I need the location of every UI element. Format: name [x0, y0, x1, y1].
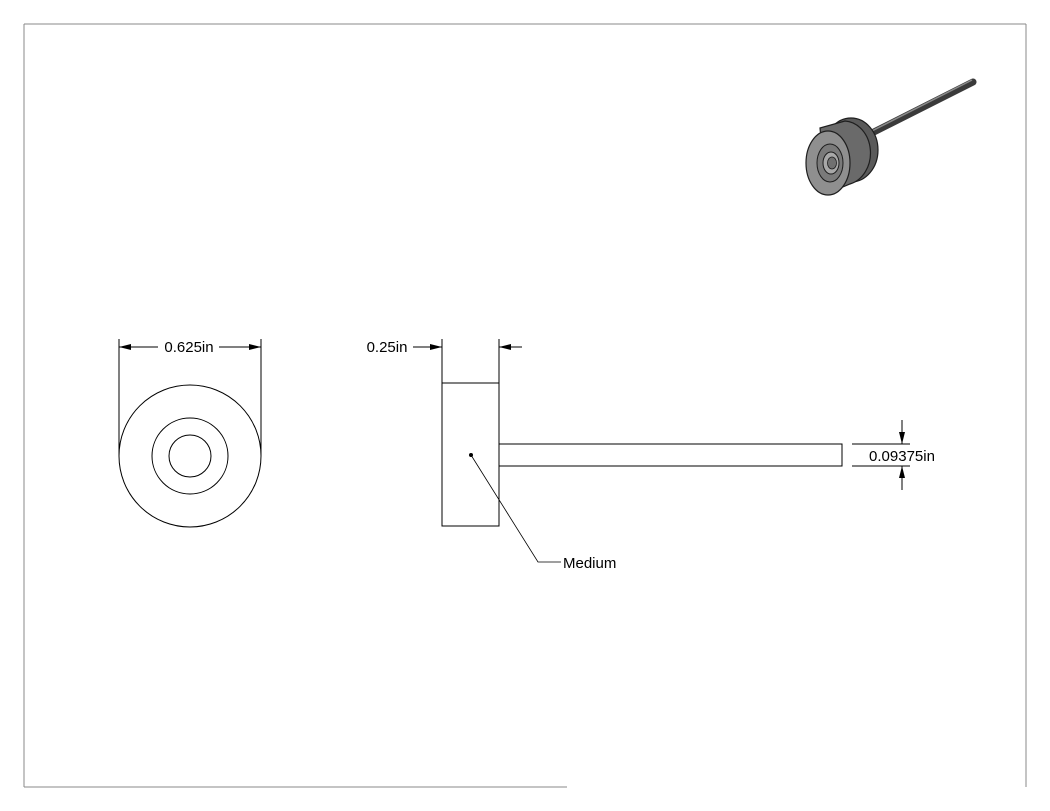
side-view-wheel	[441, 382, 500, 527]
front-view	[118, 384, 262, 528]
side-width-label: 0.25in	[367, 339, 408, 356]
front-view-inner-circle	[168, 434, 212, 478]
shaft-diameter-label: 0.09375in	[869, 448, 935, 465]
callout-leader-line	[470, 454, 561, 563]
isometric-preview	[805, 78, 977, 196]
side-width-dimension	[413, 339, 522, 383]
side-view	[441, 382, 843, 527]
front-view-middle-circle	[151, 417, 229, 495]
side-view-shaft	[499, 443, 843, 467]
front-diameter-dimension	[118, 339, 262, 456]
front-diameter-label: 0.625in	[164, 339, 213, 356]
sheet-border	[23, 23, 1027, 788]
material-callout	[469, 453, 561, 563]
material-callout-label: Medium	[563, 555, 616, 572]
shaft-diameter-dimension	[852, 420, 910, 490]
front-view-outer-circle	[118, 384, 262, 528]
iso-shaft	[858, 78, 977, 142]
